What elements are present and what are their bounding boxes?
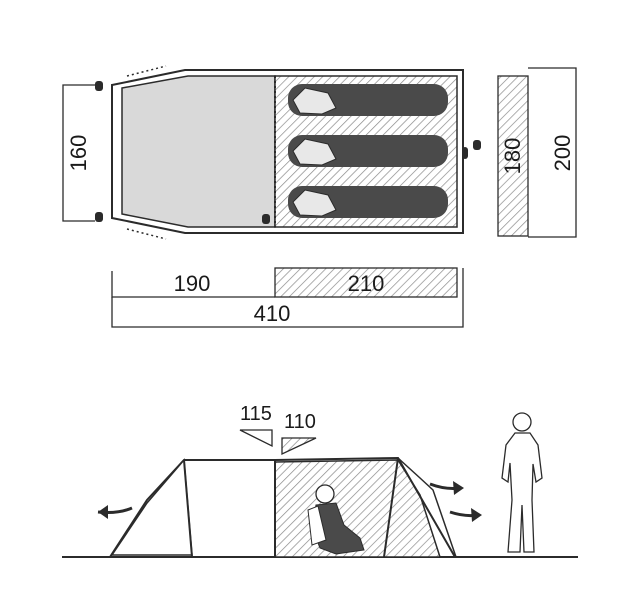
height-living-marker — [239, 429, 273, 448]
tent-pole — [383, 457, 399, 558]
dim-width-outer: 160 — [66, 135, 91, 172]
dim-bedroom-length: 210 — [348, 271, 385, 296]
bedroom-length-bar — [274, 267, 458, 298]
height-living-label: 115 — [240, 403, 272, 425]
seated-person — [307, 484, 365, 555]
airflow-arrow — [98, 505, 108, 519]
floor-plan: 160 180 200 190 210 410 — [62, 65, 577, 328]
bedroom-depth-bar — [497, 75, 529, 237]
dimension-bracket-depth — [528, 67, 577, 238]
living-area-floor — [121, 75, 276, 228]
sleeping-bag — [288, 186, 448, 218]
tent-peg — [462, 147, 468, 159]
dim-living-length: 190 — [174, 271, 211, 296]
tent-side-outline — [109, 456, 456, 558]
guy-line — [126, 65, 167, 77]
height-bedroom-marker — [281, 437, 317, 456]
dimension-bracket-width — [62, 84, 95, 222]
dim-total-length: 410 — [254, 301, 291, 326]
guy-line — [126, 228, 167, 240]
standing-person — [501, 412, 543, 553]
tent-pole — [183, 459, 193, 558]
rear-door-flap — [110, 458, 193, 556]
side-view: 115 110 — [62, 403, 578, 558]
height-bedroom-label: 110 — [284, 411, 316, 433]
airflow-arrow — [471, 508, 482, 522]
front-porch-flap — [397, 457, 457, 558]
dim-total-depth: 200 — [550, 135, 575, 172]
tent-peg — [262, 214, 270, 224]
sleeping-bag — [288, 84, 448, 116]
tent-peg — [95, 212, 103, 222]
tent-peg — [473, 140, 481, 150]
airflow-arrow — [453, 481, 464, 495]
dimension-bracket-total — [111, 268, 464, 328]
dim-bedroom-depth: 180 — [500, 138, 525, 175]
sleeping-bag — [288, 135, 448, 167]
tent-peg — [95, 81, 103, 91]
